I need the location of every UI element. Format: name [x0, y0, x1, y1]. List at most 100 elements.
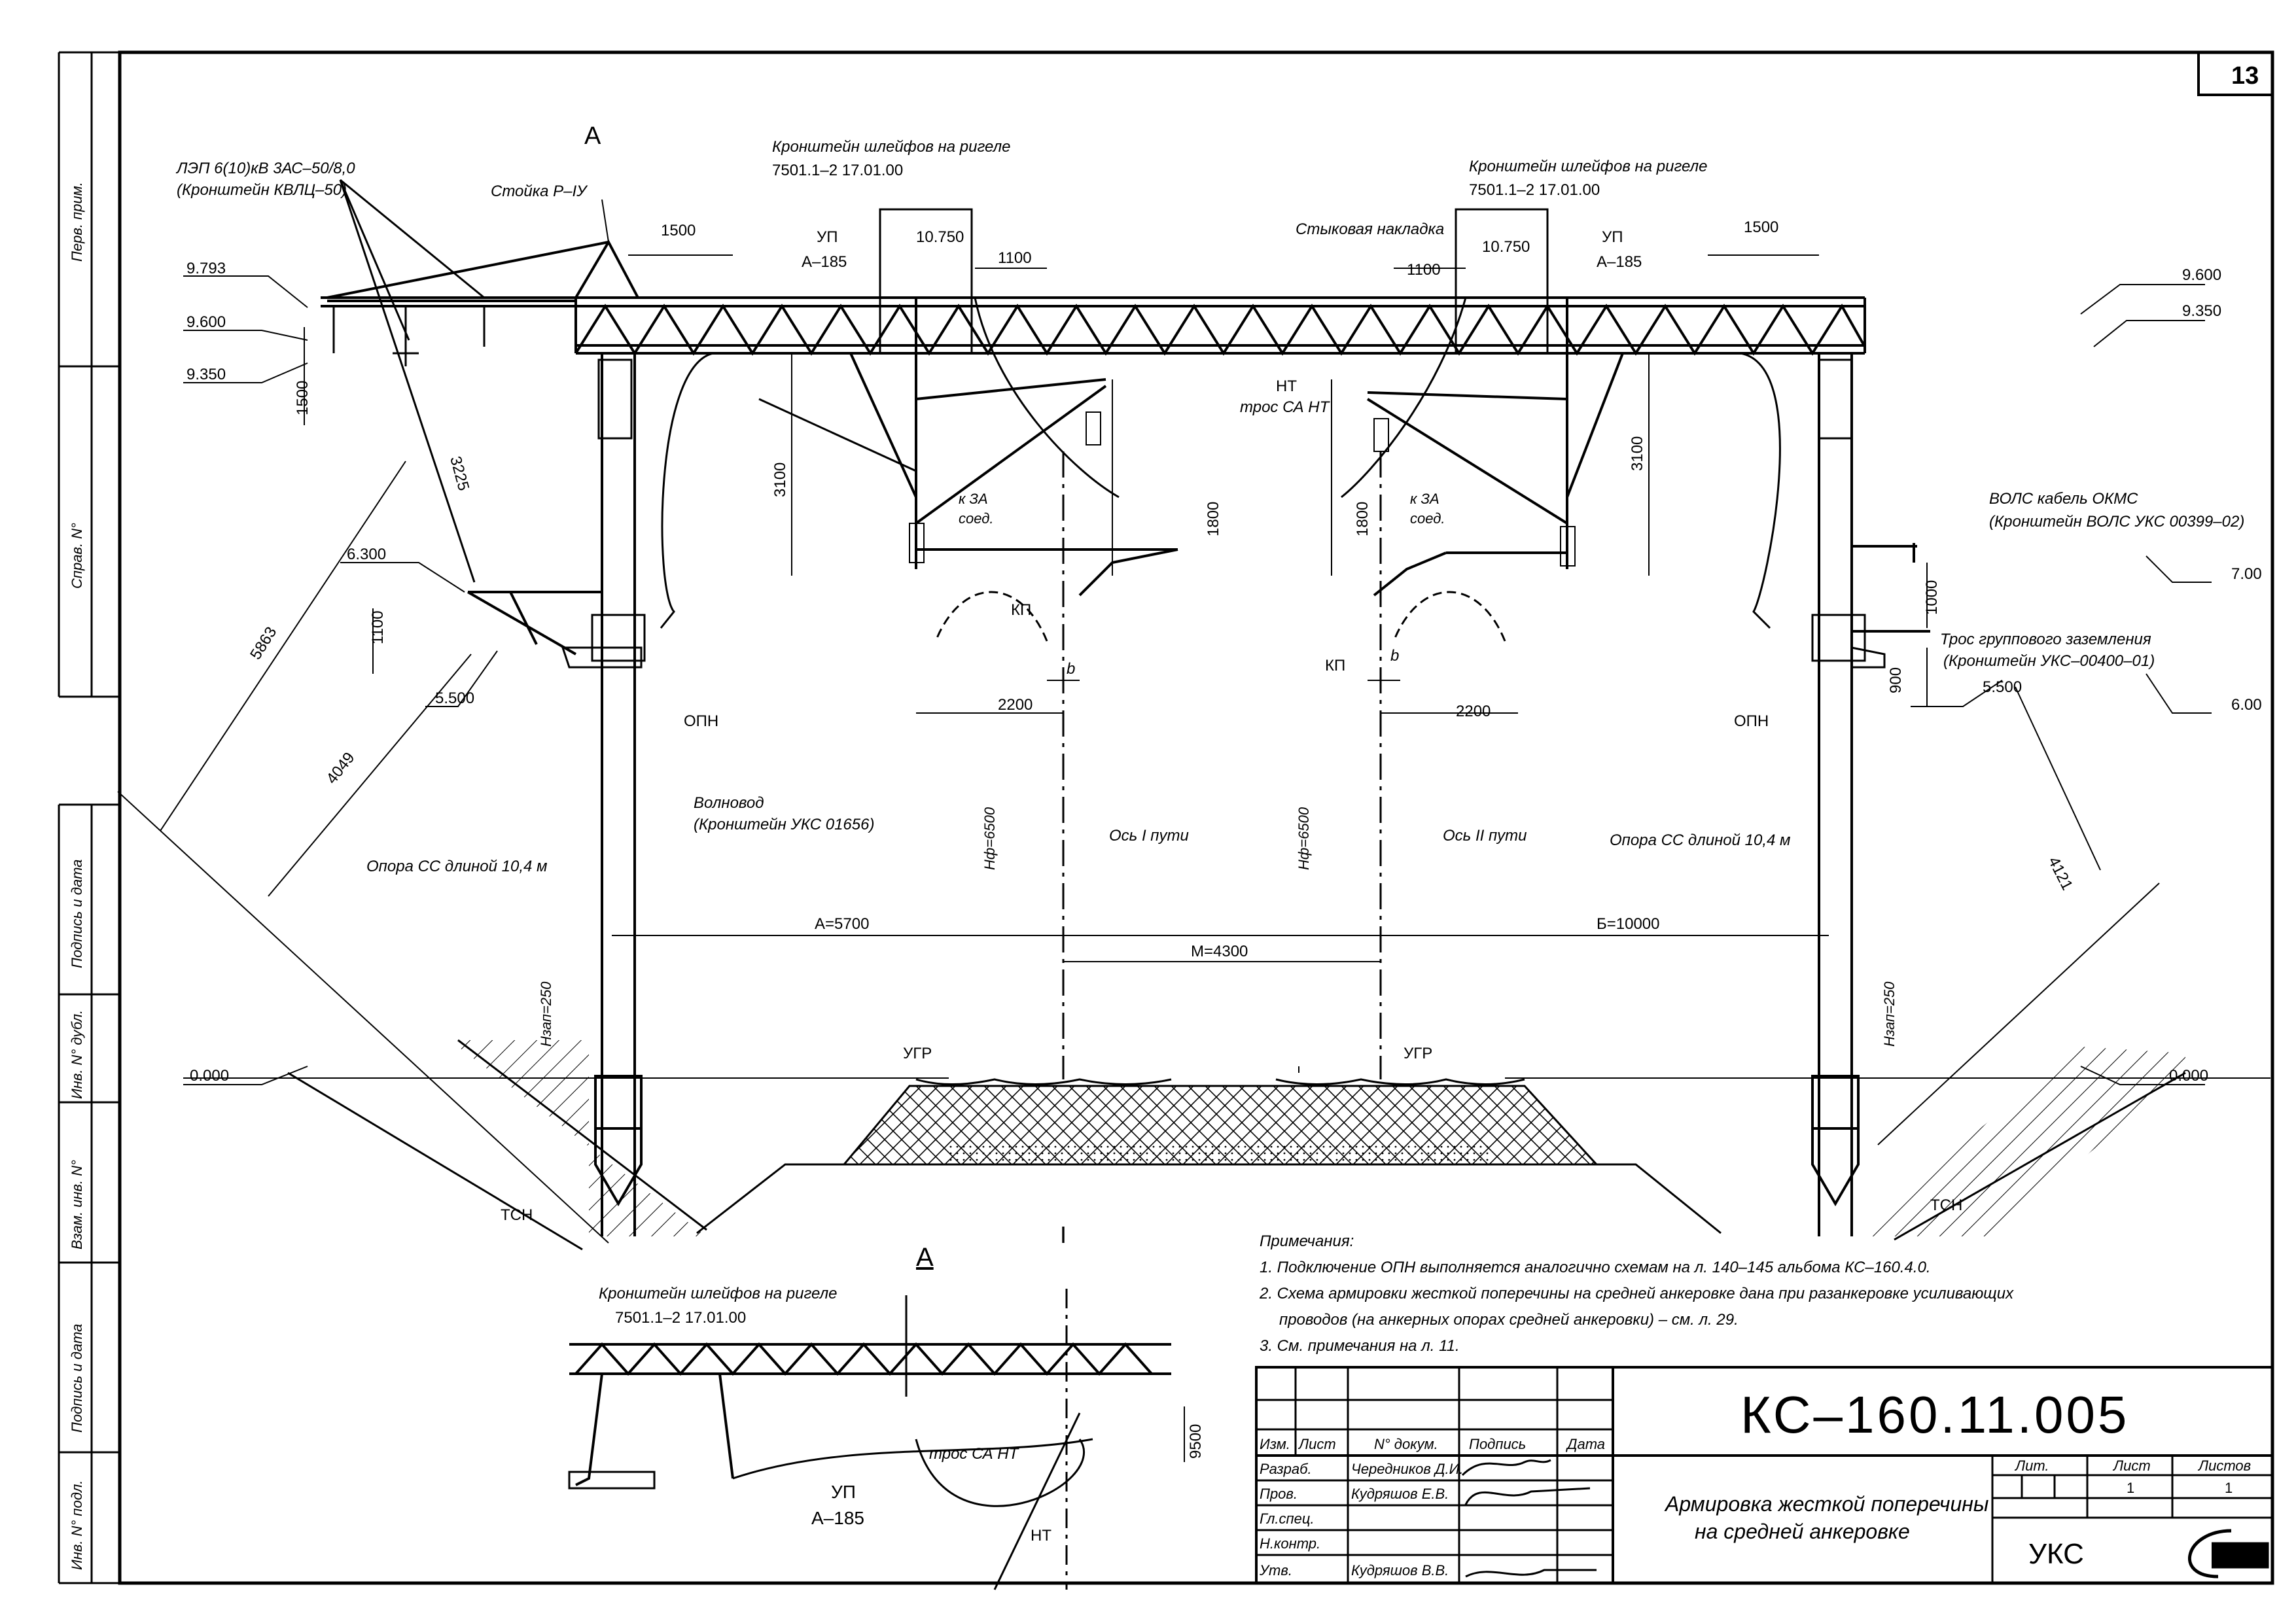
notes: Примечания: 1. Подключение ОПН выполняет… — [1259, 1232, 2014, 1355]
org-name: УКС — [2028, 1538, 2084, 1570]
level-9600-left: 9.600 — [186, 313, 226, 331]
label-tros-gr-bracket: (Кронштейн УКС–00400–01) — [1943, 652, 2155, 670]
side-stamp-inv-dubl: Инв. N° дубл. — [69, 1010, 85, 1099]
dim-b10000: Б=10000 — [1597, 915, 1660, 933]
stamp-name-5: Кудряшов В.В. — [1351, 1562, 1449, 1579]
dimension-texts: 1500 1500 1100 1100 10.750 10.750 3100 3… — [247, 218, 2076, 960]
label-lep-bracket: (Кронштейн КВЛЦ–50) — [177, 181, 347, 199]
signature-2 — [1464, 1487, 1591, 1505]
dim-2200-right: 2200 — [1456, 703, 1491, 720]
sheet-frame — [58, 50, 2274, 1585]
level-9350-left: 9.350 — [186, 366, 226, 383]
stamp-h-date: Дата — [1565, 1436, 1605, 1452]
label-opora-right: Опора СС длиной 10,4 м — [1610, 831, 1790, 849]
left-volnovod-bracket — [467, 591, 643, 669]
label-a185-left: А–185 — [802, 253, 847, 271]
note-2: 2. Схема армировки жесткой поперечины на… — [1259, 1285, 2014, 1302]
detail-nt: НТ — [1031, 1527, 1051, 1544]
side-stamp-vzam: Взам. инв. N° — [69, 1160, 85, 1249]
dim-m4300: М=4300 — [1191, 943, 1248, 960]
label-stykovaya: Стыковая накладка — [1296, 220, 1444, 238]
left-cantilever — [849, 208, 1178, 597]
label-nt: НТ — [1276, 377, 1297, 395]
doc-title-2: на средней анкеровке — [1695, 1520, 1910, 1543]
detail-kron-code: 7501.1–2 17.01.00 — [615, 1309, 746, 1327]
list-value: 1 — [2127, 1480, 2134, 1496]
doc-title-1: Армировка жесткой поперечины — [1664, 1492, 1988, 1516]
label-hzap-right: Нзап=250 — [1881, 981, 1898, 1047]
label-kron-left: Кронштейн шлейфов на ригеле — [772, 138, 1010, 156]
detail-a185: А–185 — [811, 1508, 864, 1528]
label-opn-right: ОПН — [1734, 712, 1769, 730]
level-6300: 6.300 — [347, 546, 386, 563]
stamp-role-4: Н.контр. — [1260, 1535, 1320, 1552]
level-9350-right: 9.350 — [2182, 302, 2221, 320]
lit-label: Лит. — [2014, 1457, 2049, 1474]
level-9600-right: 9.600 — [2182, 266, 2221, 284]
sheet-number: 13 — [2231, 62, 2259, 90]
label-opn-left: ОПН — [684, 712, 718, 730]
detail-kron: Кронштейн шлейфов на ригеле — [599, 1285, 837, 1302]
dim-1100-vertical: 1100 — [369, 610, 387, 644]
side-stamp-inv-podl: Инв. N° подл. — [69, 1480, 85, 1570]
level-6000: 6.00 — [2231, 696, 2262, 714]
label-kp-right: КП — [1325, 657, 1345, 674]
level-7000: 7.00 — [2231, 565, 2262, 583]
dim-1100-right: 1100 — [1407, 261, 1441, 279]
stamp-role-3: Гл.спец. — [1260, 1510, 1315, 1527]
label-ugr-left: УГР — [903, 1045, 932, 1062]
level-0000-left: 0.000 — [190, 1067, 229, 1085]
dim-3100-left: 3100 — [771, 462, 789, 497]
dim-900-vertical: 900 — [1887, 667, 1905, 693]
stamp-h-sign: Подпись — [1469, 1436, 1526, 1452]
label-k-za-right: к ЗА — [1410, 491, 1439, 507]
label-hf-left: Нф=6500 — [981, 807, 998, 870]
org-logo — [2188, 1529, 2269, 1579]
label-a185-right: А–185 — [1597, 253, 1642, 271]
dim-1000-vertical: 1000 — [1923, 580, 1941, 615]
doc-code: КС–160.11.005 — [1740, 1386, 2129, 1444]
side-stamp-podpis1: Подпись и дата — [69, 860, 85, 968]
label-os1: Ось I пути — [1109, 827, 1189, 845]
labels-main: А ЛЭП 6(10)кВ 3АС–50/8,0 (Кронштейн КВЛЦ… — [175, 122, 2244, 1248]
label-b-left: b — [1067, 660, 1075, 678]
stamp-role-5: Утв. — [1259, 1562, 1292, 1579]
right-cantilever — [1366, 208, 1624, 597]
title-block — [1255, 1366, 2274, 1584]
lists-value: 1 — [2225, 1480, 2233, 1496]
note-1: 1. Подключение ОПН выполняется аналогичн… — [1260, 1259, 1931, 1276]
dim-1500-left: 1500 — [661, 222, 696, 239]
dim-10750-right: 10.750 — [1482, 238, 1530, 256]
level-5500-left: 5.500 — [435, 689, 474, 707]
label-tros-nt: трос СА НТ — [1240, 398, 1331, 416]
detail-title: А — [916, 1243, 934, 1272]
label-tros-gr: Трос группового заземления — [1940, 631, 2151, 648]
label-volс-bracket: (Кронштейн ВОЛС УКС 00399–02) — [1989, 513, 2244, 531]
level-marks: 9.793 9.600 9.350 9.600 9.350 6.300 5.50… — [186, 260, 2262, 1085]
detail-a — [568, 1289, 1185, 1590]
label-b-right: b — [1390, 647, 1399, 665]
level-9793: 9.793 — [186, 260, 226, 277]
label-kp-left: КП — [1011, 601, 1031, 619]
stamp-h-list: Лист — [1298, 1436, 1336, 1452]
left-pole — [591, 353, 646, 1236]
stamp-h-doc: N° докум. — [1374, 1436, 1438, 1452]
level-0000-right: 0.000 — [2169, 1067, 2208, 1085]
label-kron-right-code: 7501.1–2 17.01.00 — [1469, 181, 1600, 199]
dim-2200-left: 2200 — [998, 696, 1033, 714]
signature-1 — [1461, 1459, 1551, 1476]
label-opora-left: Опора СС длиной 10,4 м — [366, 858, 547, 875]
level-5500-right: 5.500 — [1983, 678, 2022, 696]
dim-4049: 4049 — [323, 749, 358, 788]
stamp-role-1: Разраб. — [1260, 1461, 1312, 1477]
note-2-cont: проводов (на анкерных опорах средней анк… — [1279, 1311, 1739, 1329]
right-pole — [1811, 353, 1866, 1236]
label-kron-left-code: 7501.1–2 17.01.00 — [772, 162, 903, 179]
label-hzap-left: Нзап=250 — [538, 981, 554, 1047]
dim-3100-right: 3100 — [1629, 436, 1646, 471]
label-kron-right: Кронштейн шлейфов на ригеле — [1469, 158, 1707, 175]
detail-tros: трос СА НТ — [929, 1445, 1020, 1463]
dim-10750-left: 10.750 — [916, 228, 964, 246]
dim-3225: 3225 — [446, 455, 472, 493]
